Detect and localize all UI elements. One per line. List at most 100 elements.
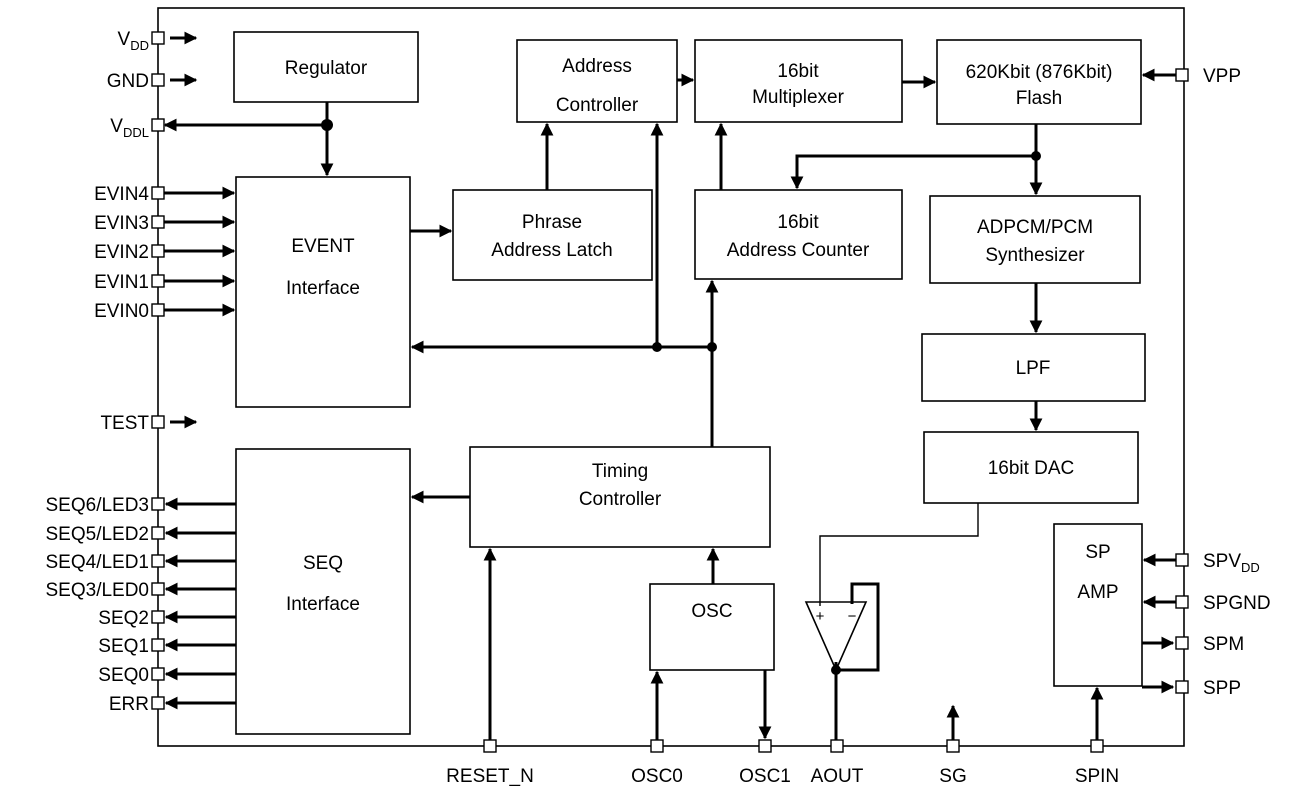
address-controller-label-1: Address [562,56,632,77]
opamp-plus: + [816,608,825,625]
junction-dots [321,119,1041,675]
pin-pad [151,244,165,258]
synthesizer-label-2: Synthesizer [985,245,1085,266]
pin-pad [151,526,165,540]
pin-spvdd: SPVDD [1175,551,1260,575]
pin-label: SG [939,766,966,787]
left-pins: VDDGNDVDDLEVIN4EVIN3EVIN2EVIN1EVIN0TESTS… [46,29,165,715]
phrase-address-latch-block: Phrase Address Latch [452,189,653,281]
pin-pad [1090,739,1104,753]
pin-label-main: GND [107,71,149,92]
pin-evin1: EVIN1 [94,272,165,293]
pin-label: EVIN2 [94,242,149,263]
phrase-address-latch-label-2: Address Latch [491,240,612,261]
pin-pad [151,696,165,710]
pin-pad [151,73,165,87]
pin-pad [1175,68,1189,82]
pin-pad [151,497,165,511]
pin-label: SEQ2 [98,608,149,629]
pin-label: TEST [100,413,149,434]
pin-sg: SG [939,739,967,787]
pin-label: ERR [109,694,149,715]
synthesizer-label-1: ADPCM/PCM [977,217,1093,238]
pin-label: SEQ4/LED1 [46,552,150,573]
pin-label: OSC1 [739,766,791,787]
pin-label: EVIN4 [94,184,149,205]
pin-seq3-led0: SEQ3/LED0 [46,580,165,601]
pin-label-main: VPP [1203,66,1241,87]
flash-label-2: Flash [1016,88,1062,109]
pin-pad [151,186,165,200]
pin-pad [1175,636,1189,650]
pin-seq0: SEQ0 [98,665,165,686]
pin-vpp: VPP [1175,66,1241,87]
pin-spp: SPP [1175,678,1241,699]
pin-label-main: EVIN0 [94,301,149,322]
pin-label: SEQ1 [98,636,149,657]
pin-label-main: SPP [1203,678,1241,699]
pin-osc1: OSC1 [739,739,791,787]
pin-label: GND [107,71,149,92]
seq-interface-label-1: SEQ [303,553,343,574]
opamp: + − [804,601,868,672]
event-interface-label-2: Interface [286,278,360,299]
osc-label: OSC [691,601,732,622]
event-interface-block: EVENT Interface [235,176,411,408]
pin-label: SPP [1203,678,1241,699]
pin-label: SPIN [1075,766,1119,787]
osc-block: OSC [649,583,775,671]
event-interface-label-1: EVENT [291,236,355,257]
pin-label: EVIN0 [94,301,149,322]
pin-evin2: EVIN2 [94,242,165,263]
pin-pad [151,638,165,652]
pin-err: ERR [109,694,165,715]
junction-dot [1031,151,1041,161]
pin-pad [151,118,165,132]
flash-label-1: 620Kbit (876Kbit) [966,62,1113,83]
pin-label-main: SPGND [1203,593,1271,614]
sp-amp-label-1: SP [1085,542,1110,563]
pin-aout: AOUT [811,739,864,787]
pin-label-subscript: DD [130,38,149,53]
timing-controller-label-1: Timing [592,461,648,482]
pin-label-main: SEQ1 [98,636,149,657]
pin-vddl: VDDL [110,116,165,140]
pin-pad [650,739,664,753]
multiplexer-label-1: 16bit [777,61,819,82]
phrase-address-latch-label-1: Phrase [522,212,582,233]
flash-block: 620Kbit (876Kbit) Flash [936,39,1142,125]
pin-pad [151,667,165,681]
pin-pad [758,739,772,753]
pin-evin0: EVIN0 [94,301,165,322]
pin-label-main: EVIN4 [94,184,149,205]
pin-label: EVIN3 [94,213,149,234]
lpf-label: LPF [1016,358,1051,379]
pin-reset-n: RESET_N [446,739,534,787]
pin-label-main: SEQ2 [98,608,149,629]
pin-pad [151,415,165,429]
pin-osc0: OSC0 [631,739,683,787]
pin-label: VDDL [110,116,149,140]
pin-label-main: SPV [1203,551,1241,572]
multiplexer-block: 16bit Multiplexer [694,39,903,123]
pin-label: RESET_N [446,766,534,787]
pin-label: SEQ6/LED3 [46,495,150,516]
connection-wires [163,31,1176,740]
pin-test: TEST [100,413,165,434]
pin-label: EVIN1 [94,272,149,293]
pin-pad [151,610,165,624]
pin-pad [151,303,165,317]
sp-amp-block: SP AMP [1053,523,1143,687]
pin-pad [1175,595,1189,609]
pin-label: SEQ0 [98,665,149,686]
regulator-block: Regulator [233,31,419,103]
pin-pad [151,582,165,596]
pin-label-main: SEQ4/LED1 [46,552,150,573]
pin-spin: SPIN [1075,739,1119,787]
address-counter-label-1: 16bit [777,212,819,233]
opamp-minus: − [848,608,857,625]
pin-seq5-led2: SEQ5/LED2 [46,524,165,545]
